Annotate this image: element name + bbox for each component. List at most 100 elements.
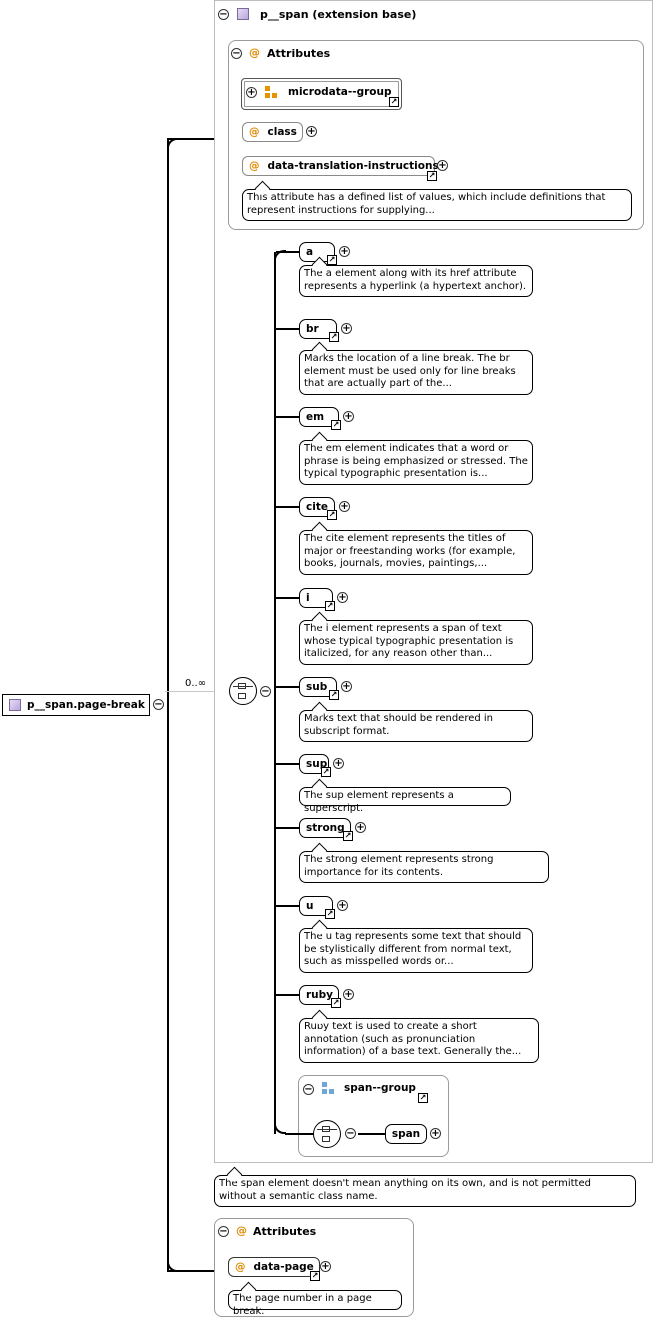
child-note-text: The sup element represents a superscript…: [304, 790, 454, 814]
sequence-vertical-line: [274, 252, 276, 1134]
attr-data-page-note: The page number in a page break.: [228, 1290, 402, 1317]
child-expand-icon[interactable]: +: [337, 592, 348, 603]
child-connector: [276, 827, 300, 829]
child-note-text: The i element represents a span of text …: [304, 623, 514, 659]
attr-data-page-label: data-page: [253, 1261, 314, 1273]
child-element-label: strong: [306, 822, 345, 834]
microdata-group-label: microdata--group: [288, 86, 392, 98]
child-expand-icon[interactable]: +: [339, 501, 350, 512]
attr-translation-link-icon[interactable]: ↗: [427, 171, 437, 181]
span-group-link-icon[interactable]: ↗: [418, 1093, 428, 1103]
child-element-label: a: [306, 246, 314, 258]
child-expand-icon[interactable]: +: [343, 411, 354, 422]
child-element-ruby[interactable]: ruby: [299, 985, 339, 1005]
child-element-br[interactable]: br: [299, 319, 337, 339]
child-note-text: The cite element represents the titles o…: [304, 533, 516, 569]
child-note-text: Marks the location of a line break. The …: [304, 353, 516, 389]
root-element[interactable]: p__span.page-break: [2, 694, 150, 716]
attr-class-label: class: [267, 126, 297, 138]
child-expand-icon[interactable]: +: [333, 758, 344, 769]
child-note: Marks the location of a line break. The …: [299, 350, 533, 395]
child-link-icon[interactable]: ↗: [325, 601, 335, 611]
attr-translation[interactable]: @data-translation-instructions: [242, 156, 439, 176]
attributes-collapse-icon[interactable]: −: [231, 48, 242, 59]
sequence-node[interactable]: [229, 677, 257, 705]
root-element-label: p__span.page-break: [27, 699, 145, 711]
child-element-label: br: [306, 323, 319, 335]
page-attributes-at-icon: @: [236, 1224, 247, 1237]
child-link-icon[interactable]: ↗: [329, 332, 339, 342]
root-connector-vertical: [167, 139, 169, 1271]
child-note: The em element indicates that a word or …: [299, 440, 533, 485]
child-expand-icon[interactable]: +: [341, 323, 352, 334]
child-expand-icon[interactable]: +: [343, 989, 354, 1000]
child-connector: [276, 416, 300, 418]
cardinality-label: 0..∞: [185, 678, 207, 689]
sequence-collapse-icon[interactable]: −: [260, 686, 271, 697]
child-link-icon[interactable]: ↗: [327, 255, 337, 265]
child-element-i[interactable]: i: [299, 588, 333, 608]
attr-data-page[interactable]: @data-page: [228, 1257, 320, 1277]
child-expand-icon[interactable]: +: [341, 681, 352, 692]
child-connector: [276, 506, 300, 508]
child-note-text: The strong element represents strong imp…: [304, 854, 494, 878]
child-link-icon[interactable]: ↗: [321, 767, 331, 777]
attr-translation-label: data-translation-instructions: [267, 160, 439, 172]
child-link-icon[interactable]: ↗: [331, 420, 341, 430]
child-connector: [276, 328, 300, 330]
span-sequence-node[interactable]: [313, 1120, 341, 1148]
child-connector: [276, 597, 300, 599]
root-collapse-icon[interactable]: −: [153, 699, 164, 710]
extension-note-text: The span element doesn't mean anything o…: [219, 1178, 591, 1202]
sequence-bottom-curve: [274, 1122, 286, 1134]
attr-data-page-link-icon[interactable]: ↗: [310, 1271, 320, 1281]
child-note: The u tag represents some text that shou…: [299, 928, 533, 973]
child-element-strong[interactable]: strong: [299, 818, 351, 838]
child-link-icon[interactable]: ↗: [329, 690, 339, 700]
cardinality-line: [165, 691, 230, 692]
attr-data-page-expand-icon[interactable]: +: [320, 1261, 331, 1272]
child-element-label: cite: [306, 501, 328, 513]
attr-translation-note: This attribute has a defined list of val…: [242, 189, 632, 221]
span-child-connector: [358, 1133, 386, 1135]
microdata-expand-icon[interactable]: +: [246, 87, 257, 98]
child-expand-icon[interactable]: +: [337, 900, 348, 911]
child-element-sub[interactable]: sub: [299, 677, 337, 697]
attr-translation-expand-icon[interactable]: +: [437, 160, 448, 171]
attributes-at-icon: @: [249, 46, 260, 59]
child-expand-icon[interactable]: +: [339, 246, 350, 257]
attr-class-expand-icon[interactable]: +: [306, 126, 317, 137]
microdata-link-icon[interactable]: ↗: [389, 97, 399, 107]
root-connector-top-curve: [167, 138, 179, 150]
child-element-em[interactable]: em: [299, 407, 339, 427]
attr-class[interactable]: @class: [242, 122, 303, 142]
page-attributes-collapse-icon[interactable]: −: [218, 1226, 229, 1237]
child-note: The i element represents a span of text …: [299, 620, 533, 665]
extension-title: p__span (extension base): [260, 8, 417, 21]
attr-data-page-note-text: The page number in a page break.: [233, 1293, 372, 1317]
child-element-label: ruby: [306, 989, 334, 1001]
child-note-text: The a element along with its href attrib…: [304, 268, 527, 292]
child-note-text: The u tag represents some text that shou…: [304, 931, 522, 967]
child-note: Marks text that should be rendered in su…: [299, 710, 533, 742]
extension-element-icon: [237, 8, 249, 20]
extension-collapse-icon[interactable]: −: [218, 9, 229, 20]
child-link-icon[interactable]: ↗: [325, 909, 335, 919]
child-element-cite[interactable]: cite: [299, 497, 335, 517]
microdata-group-icon: [265, 86, 277, 98]
child-note: The strong element represents strong imp…: [299, 851, 549, 883]
child-link-icon[interactable]: ↗: [331, 998, 341, 1008]
child-expand-icon[interactable]: +: [355, 822, 366, 833]
attr-translation-note-text: This attribute has a defined list of val…: [247, 192, 606, 216]
child-link-icon[interactable]: ↗: [327, 510, 337, 520]
child-link-icon[interactable]: ↗: [343, 831, 353, 841]
child-note: The sup element represents a superscript…: [299, 787, 511, 814]
span-element-expand-icon[interactable]: +: [430, 1128, 441, 1139]
span-group-label: span--group: [344, 1082, 416, 1094]
extension-note: The span element doesn't mean anything o…: [214, 1175, 636, 1207]
page-attributes-title: Attributes: [253, 1225, 317, 1238]
span-sequence-collapse-icon[interactable]: −: [345, 1128, 356, 1139]
span-group-collapse-icon[interactable]: −: [303, 1084, 314, 1095]
span-element[interactable]: span: [385, 1124, 427, 1144]
child-element-u[interactable]: u: [299, 896, 333, 916]
